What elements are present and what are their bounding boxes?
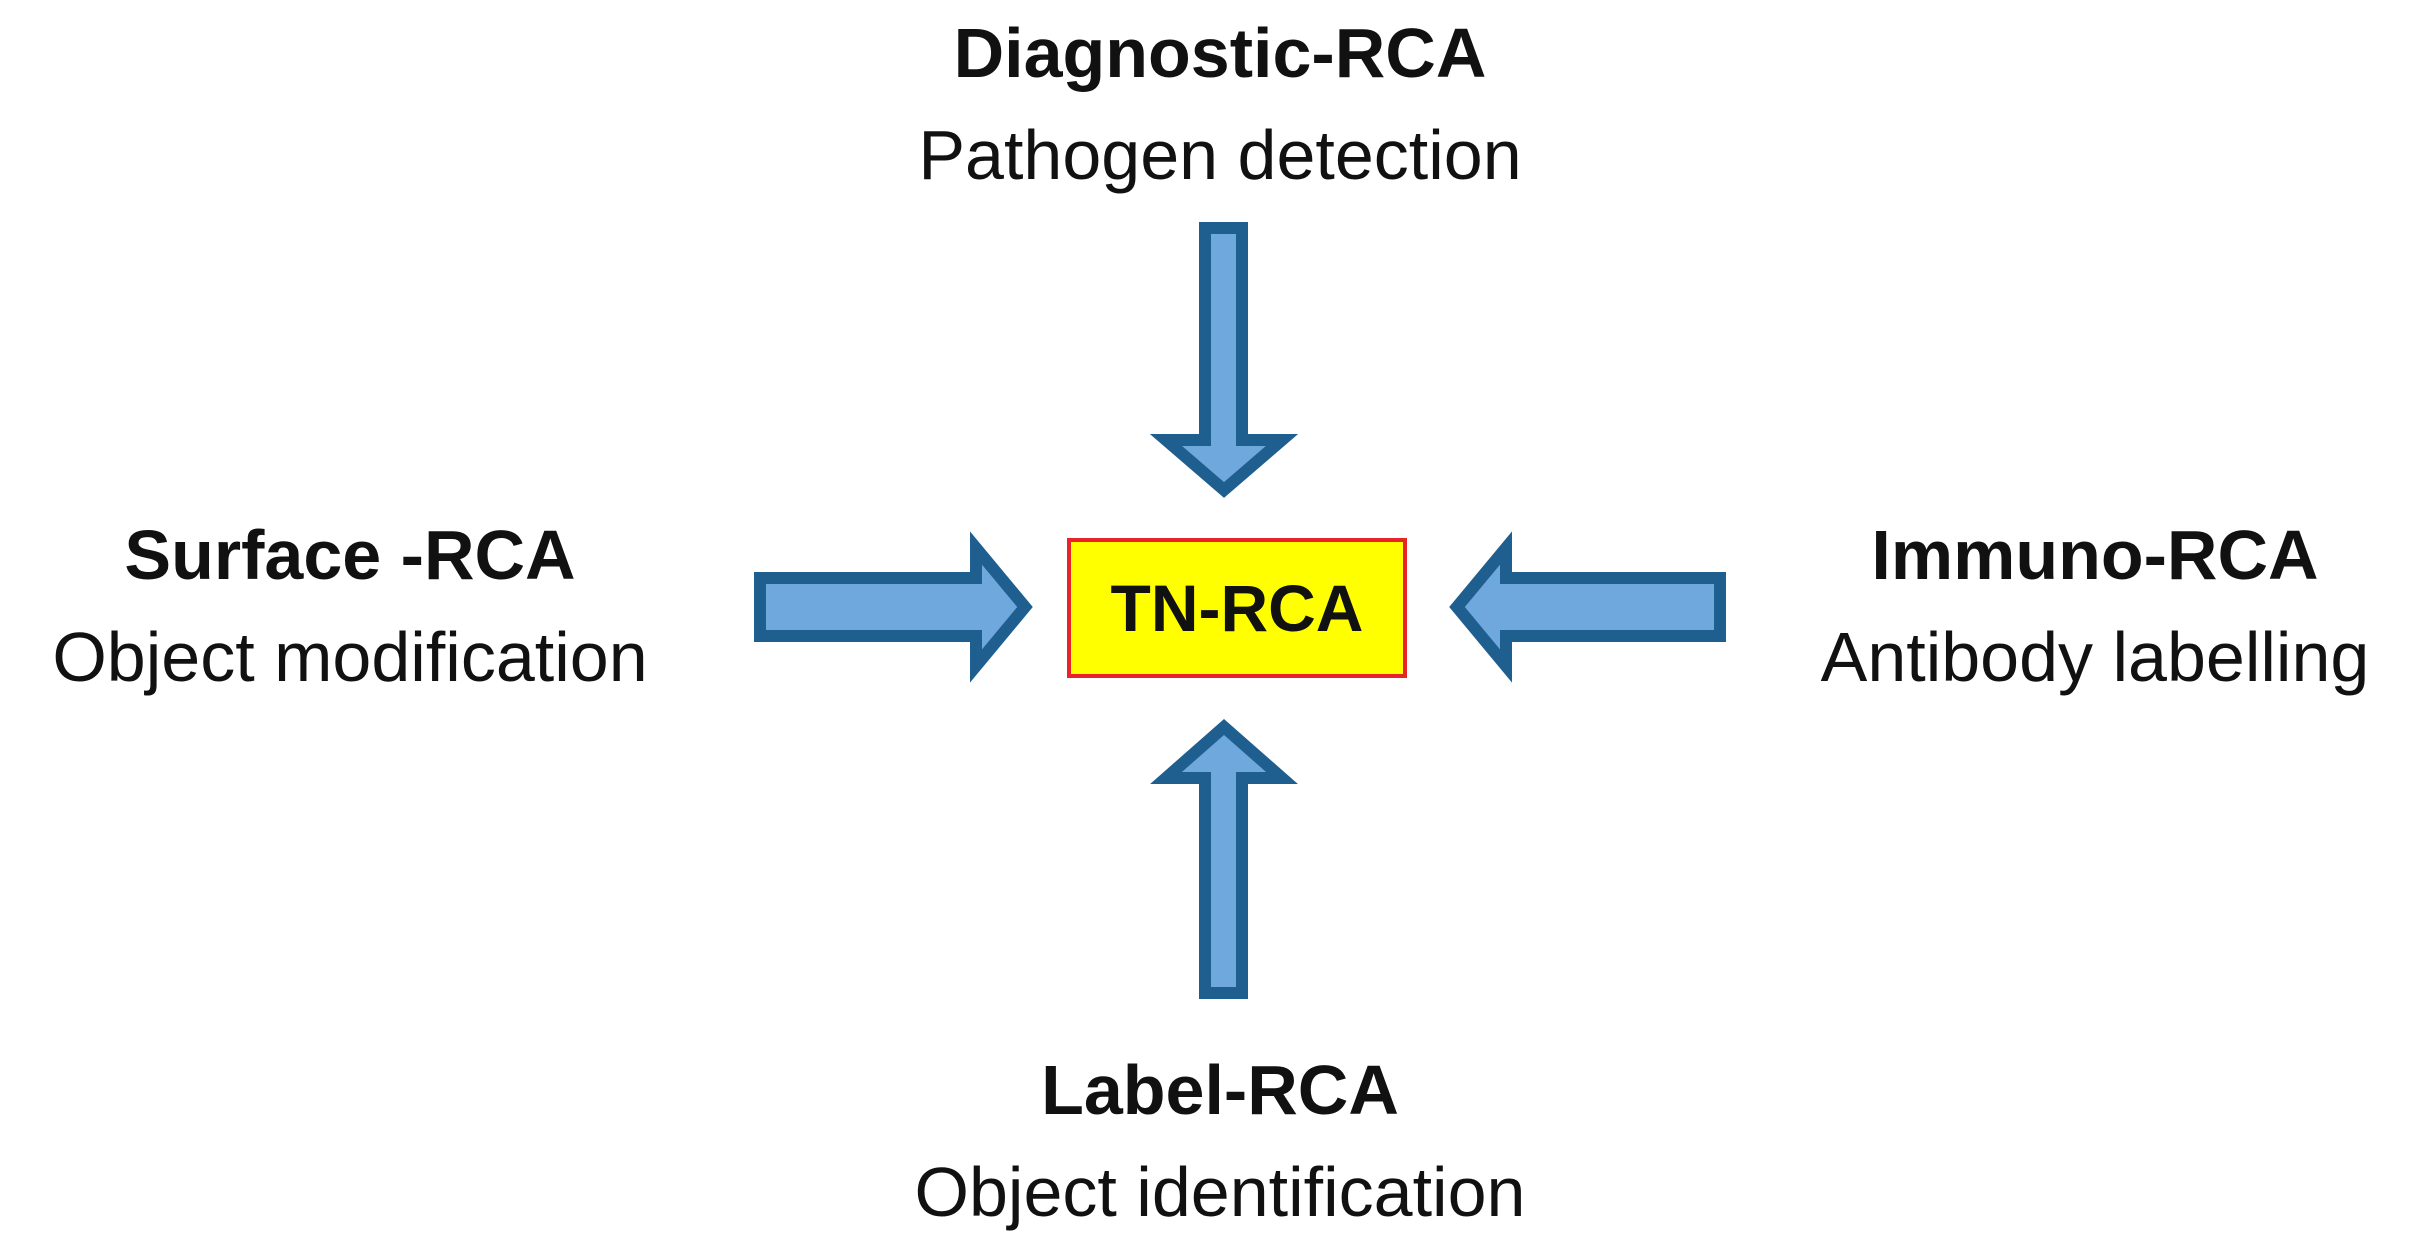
- node-surface-rca: Surface -RCA Object modification: [0, 520, 700, 692]
- node-diagnostic-rca: Diagnostic-RCA Pathogen detection: [870, 18, 1570, 190]
- node-subtitle: Object modification: [52, 618, 648, 696]
- center-label: TN-RCA: [1110, 571, 1364, 645]
- node-subtitle: Antibody labelling: [1820, 618, 2370, 696]
- arrow-right-icon: [754, 531, 1033, 683]
- arrow-left-icon: [1449, 531, 1726, 683]
- node-subtitle: Object identification: [914, 1153, 1526, 1231]
- node-subtitle: Pathogen detection: [918, 116, 1522, 194]
- node-title: Diagnostic-RCA: [953, 14, 1487, 92]
- center-box: TN-RCA: [1067, 538, 1407, 678]
- node-title: Surface -RCA: [124, 516, 576, 594]
- arrow-down-icon: [1149, 222, 1299, 498]
- arrow-up-icon: [1150, 719, 1298, 999]
- node-label-rca: Label-RCA Object identification: [850, 1055, 1590, 1227]
- node-immuno-rca: Immuno-RCA Antibody labelling: [1745, 520, 2436, 692]
- node-title: Immuno-RCA: [1871, 516, 2319, 594]
- node-title: Label-RCA: [1041, 1051, 1399, 1129]
